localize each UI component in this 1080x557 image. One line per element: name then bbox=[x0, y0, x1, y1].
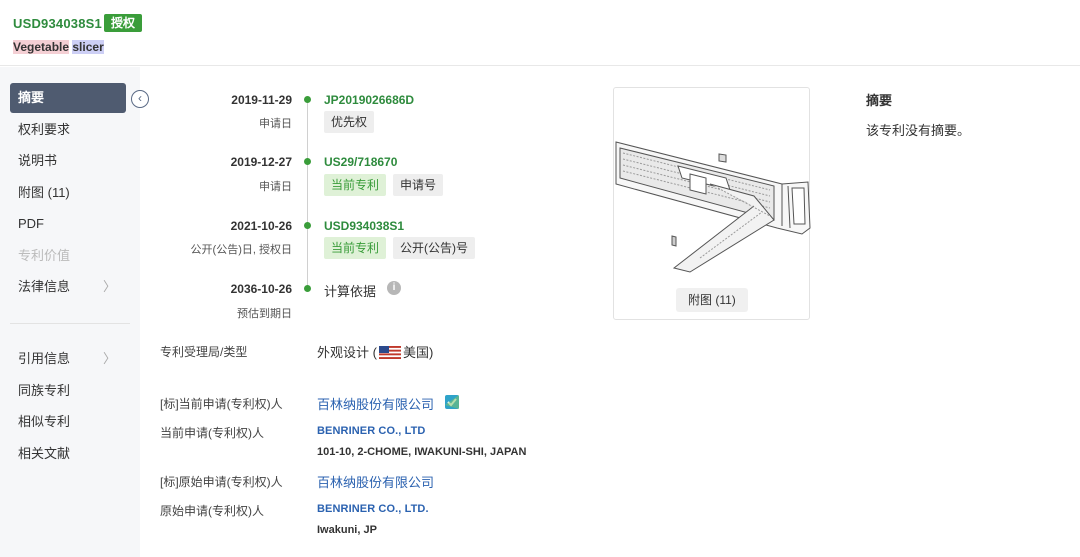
timeline-date-label: 预估到期日 bbox=[237, 308, 292, 320]
title-word-2: slicer bbox=[72, 40, 104, 54]
sidebar-item-label: 专利价值 bbox=[18, 248, 71, 263]
current-applicant-link[interactable]: BENRINER CO., LTD bbox=[317, 425, 426, 437]
sidebar-item-label: 附图 (11) bbox=[18, 185, 70, 200]
chevron-right-icon: 〉 bbox=[102, 351, 116, 366]
sidebar-item-label: 相关文献 bbox=[18, 446, 71, 461]
sidebar-item-related-docs[interactable]: 相关文献 bbox=[10, 439, 126, 469]
office-type-text: 外观设计 ( bbox=[317, 345, 377, 360]
sidebar-item-legal-info[interactable]: 法律信息 〉 bbox=[10, 272, 126, 302]
sidebar-item-abstract[interactable]: 摘要 bbox=[10, 83, 126, 113]
sidebar-item-label: 说明书 bbox=[18, 153, 58, 168]
patent-drawing-image bbox=[615, 141, 811, 273]
sidebar-item-claims[interactable]: 权利要求 bbox=[10, 115, 126, 145]
timeline-line bbox=[307, 99, 308, 289]
abstract-title: 摘要 bbox=[866, 93, 893, 108]
sidebar-nav: 摘要 权利要求 说明书 附图 (11) PDF 专利价值 法律信息〉 引用信息〉… bbox=[0, 67, 140, 557]
publication-number-tag: 公开(公告)号 bbox=[393, 237, 475, 259]
office-country: 美国) bbox=[402, 345, 434, 360]
timeline-date: 2021-10-26 bbox=[230, 219, 292, 233]
calculation-basis-link[interactable]: 计算依据 bbox=[324, 284, 377, 299]
office-type-value: 外观设计 ( 美国) bbox=[317, 342, 433, 361]
original-applicant-link[interactable]: BENRINER CO., LTD. bbox=[317, 503, 429, 515]
sidebar-item-label: 法律信息 bbox=[18, 279, 71, 294]
current-patent-tag: 当前专利 bbox=[324, 174, 387, 196]
timeline-date-label: 公开(公告)日, 授权日 bbox=[190, 244, 292, 256]
sidebar-item-description[interactable]: 说明书 bbox=[10, 146, 126, 176]
publication-number: USD934038S1 bbox=[13, 16, 102, 31]
sidebar-item-label: 同族专利 bbox=[18, 383, 71, 398]
sidebar-item-figures[interactable]: 附图 (11) bbox=[10, 178, 126, 208]
sidebar-item-label: 相似专利 bbox=[18, 414, 71, 429]
std-current-applicant-label: [标]当前申请(专利权)人 bbox=[160, 397, 283, 411]
title-word-1: Vegetable bbox=[13, 40, 70, 54]
figure-card[interactable]: 附图 (11) bbox=[613, 87, 811, 320]
original-applicant-address: Iwakuni, JP bbox=[317, 524, 377, 536]
patent-header: USD934038S1 授权 Vegetable slicer bbox=[0, 0, 1080, 66]
timeline-date: 2019-12-27 bbox=[230, 155, 292, 169]
std-original-applicant-link[interactable]: 百林纳股份有限公司 bbox=[317, 475, 435, 490]
timeline-date-label: 申请日 bbox=[259, 118, 292, 130]
sidebar-item-label: PDF bbox=[18, 216, 44, 231]
sidebar-item-patent-value: 专利价值 bbox=[10, 241, 126, 271]
sidebar-item-family[interactable]: 同族专利 bbox=[10, 376, 126, 406]
chevron-right-icon: 〉 bbox=[102, 279, 116, 294]
office-type-label: 专利受理局/类型 bbox=[160, 345, 248, 359]
info-icon[interactable]: i bbox=[387, 281, 401, 295]
current-patent-tag: 当前专利 bbox=[324, 237, 387, 259]
timeline-date-label: 申请日 bbox=[259, 181, 292, 193]
sidebar-divider bbox=[10, 323, 130, 324]
verified-icon bbox=[445, 395, 459, 409]
application-number-link[interactable]: US29/718670 bbox=[324, 155, 398, 169]
original-applicant-label: 原始申请(专利权)人 bbox=[160, 504, 264, 518]
collapse-sidebar-button[interactable]: ‹ bbox=[131, 90, 149, 108]
std-current-applicant-link[interactable]: 百林纳股份有限公司 bbox=[317, 397, 435, 412]
timeline-dot bbox=[304, 285, 311, 292]
abstract-text: 该专利没有摘要。 bbox=[866, 123, 971, 138]
priority-number-link[interactable]: JP2019026686D bbox=[324, 93, 415, 107]
timeline-date: 2019-11-29 bbox=[231, 93, 292, 107]
sidebar-item-label: 权利要求 bbox=[18, 122, 71, 137]
patent-title: Vegetable slicer bbox=[13, 40, 104, 54]
sidebar-item-label: 引用信息 bbox=[18, 351, 71, 366]
sidebar-item-citations[interactable]: 引用信息 〉 bbox=[10, 344, 126, 374]
timeline-dot bbox=[304, 96, 311, 103]
timeline-dot bbox=[304, 158, 311, 165]
figures-button[interactable]: 附图 (11) bbox=[676, 288, 748, 312]
timeline-date: 2036-10-26 bbox=[230, 282, 292, 296]
current-applicant-label: 当前申请(专利权)人 bbox=[160, 426, 264, 440]
sidebar-item-label: 摘要 bbox=[18, 90, 45, 105]
timeline-dot bbox=[304, 222, 311, 229]
std-original-applicant-label: [标]原始申请(专利权)人 bbox=[160, 475, 283, 489]
current-applicant-address: 101-10, 2-CHOME, IWAKUNI-SHI, JAPAN bbox=[317, 446, 527, 458]
publication-number-link[interactable]: USD934038S1 bbox=[324, 219, 405, 233]
status-badge: 授权 bbox=[104, 14, 143, 32]
sidebar-item-pdf[interactable]: PDF bbox=[10, 209, 126, 239]
sidebar-item-similar[interactable]: 相似专利 bbox=[10, 407, 126, 437]
application-number-tag: 申请号 bbox=[393, 174, 444, 196]
us-flag-icon bbox=[378, 346, 401, 359]
priority-tag: 优先权 bbox=[324, 111, 375, 133]
